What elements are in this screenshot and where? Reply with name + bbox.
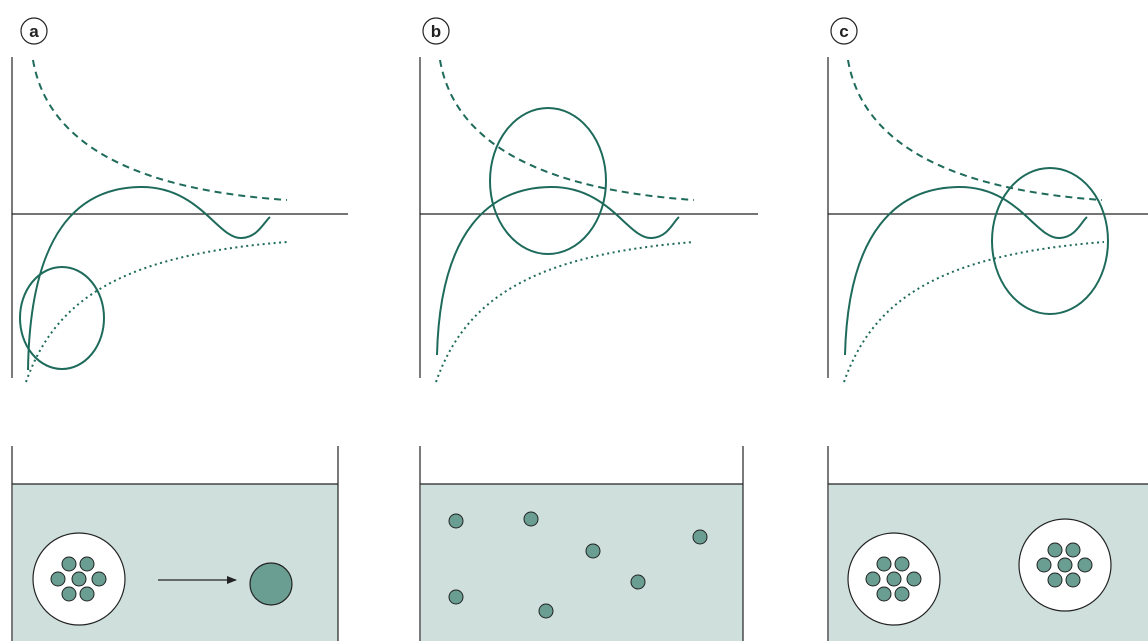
energy-plot-b [420,57,758,382]
aggregate-icon [250,563,292,605]
particle-icon [631,575,645,589]
upper-dashed-curve [848,60,1102,200]
panel-label-b: b [423,18,449,44]
highlight-ellipse [20,267,104,369]
middle-solid-curve [437,187,679,355]
particle-icon [586,544,600,558]
particle-icon [693,530,707,544]
vesicle-icon [1019,519,1111,611]
energy-plot-c [828,57,1148,382]
particle-icon [449,590,463,604]
energy-plot-a [12,57,348,382]
panel-a: a [12,18,348,641]
beaker-a [12,446,338,641]
vesicle-icon [33,533,125,625]
panel-letter-b: b [431,22,441,41]
panel-letter-c: c [839,22,848,41]
fluid [421,484,743,641]
panel-letter-a: a [29,22,39,41]
highlight-ellipse [490,108,606,254]
upper-dashed-curve [33,60,287,200]
vesicle-icon [848,533,940,625]
lower-dotted-curve [436,242,694,382]
particle-icon [524,512,538,526]
panel-label-c: c [831,18,857,44]
lower-dotted-curve [26,242,287,382]
panel-label-a: a [21,18,47,44]
middle-solid-curve [845,187,1087,355]
particle-icon [539,604,553,618]
upper-dashed-curve [440,60,694,200]
beaker-b [420,446,743,641]
panel-b: b [420,18,758,641]
highlight-ellipse [992,168,1108,314]
particle-icon [449,514,463,528]
beaker-c [828,446,1148,641]
panel-c: c [828,18,1148,641]
